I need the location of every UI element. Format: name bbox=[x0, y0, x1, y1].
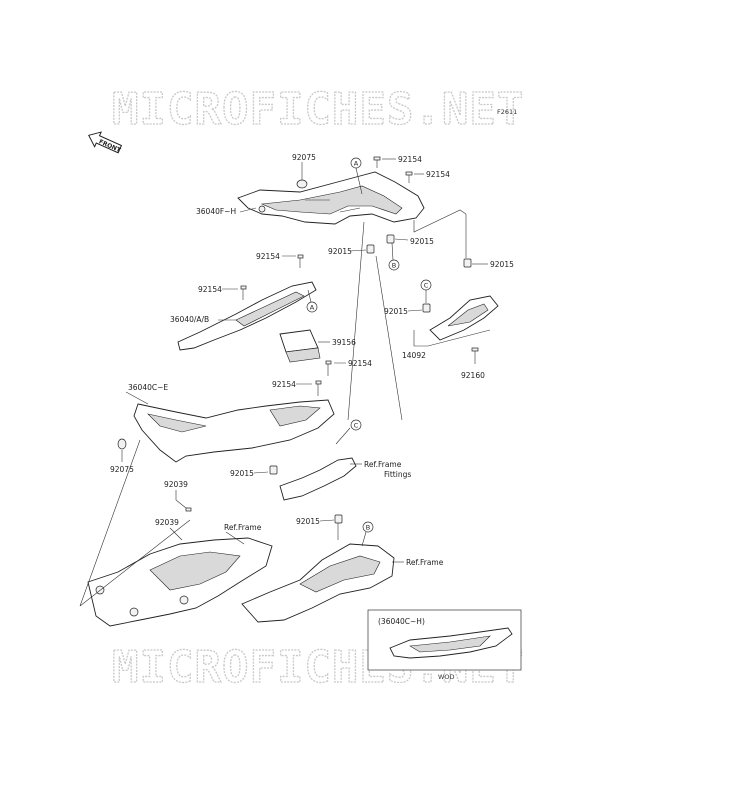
bushing-92015-d bbox=[422, 303, 431, 313]
screw-92154-d bbox=[240, 285, 247, 290]
bushing-92015-f bbox=[334, 514, 343, 524]
label-92039-a: 92039 bbox=[164, 480, 188, 489]
label-92015-c: 92015 bbox=[490, 260, 514, 269]
screw-92154-top-2 bbox=[405, 171, 413, 183]
label-92015-b: 92015 bbox=[410, 237, 434, 246]
label-92015-f: 92015 bbox=[296, 517, 320, 526]
bushing-92015-c bbox=[463, 258, 472, 268]
callout-c-right-text: C bbox=[424, 282, 429, 290]
label-92015-e: 92015 bbox=[230, 469, 254, 478]
label-92015-a: 92015 bbox=[328, 247, 352, 256]
label-92154-d: 92154 bbox=[198, 285, 222, 294]
subframe-right bbox=[241, 543, 395, 623]
screw-92154-e bbox=[315, 380, 322, 385]
ref-frame-right: Ref.Frame bbox=[406, 558, 444, 567]
label-36040ce: 36040C~E bbox=[128, 383, 168, 392]
figure-code: F2611 bbox=[497, 108, 517, 116]
bushing-92015-a bbox=[366, 244, 375, 254]
label-39156: 39156 bbox=[332, 338, 356, 347]
ref-frame-fittings-2: Fittings bbox=[384, 470, 411, 479]
label-92154-b: 92154 bbox=[426, 170, 450, 179]
screw-92154-top-1 bbox=[373, 156, 381, 168]
label-92154-a: 92154 bbox=[398, 155, 422, 164]
callout-a-mid bbox=[306, 301, 318, 313]
callout-b-top bbox=[388, 259, 400, 271]
screw-92039-a bbox=[185, 507, 192, 512]
label-14092: 14092 bbox=[402, 351, 426, 360]
seat-cowl-upper bbox=[237, 171, 425, 225]
callout-c-mid-text: C bbox=[354, 422, 359, 430]
bushing-92015-b bbox=[386, 234, 395, 244]
label-92075-top: 92075 bbox=[292, 153, 316, 162]
bushing-92015-e bbox=[269, 465, 278, 475]
callout-c-mid bbox=[350, 419, 362, 431]
label-36040ab: 36040/A/B bbox=[170, 315, 209, 324]
clip-36040fh bbox=[258, 205, 266, 213]
inset-title: (36040C~H) bbox=[378, 617, 425, 626]
ref-frame-left: Ref.Frame bbox=[224, 523, 262, 532]
callout-a-mid-text: A bbox=[310, 304, 315, 312]
subframe-left bbox=[87, 537, 273, 627]
screw-92154-c bbox=[297, 254, 304, 259]
label-92039-b: 92039 bbox=[155, 518, 179, 527]
ref-frame-fittings-1: Ref.Frame bbox=[364, 460, 402, 469]
callout-b-bottom-text: B bbox=[366, 524, 370, 532]
frame-fitting-bracket bbox=[279, 457, 357, 501]
label-92154-e: 92154 bbox=[272, 380, 296, 389]
inset-panel: (36040C~H) bbox=[367, 609, 522, 671]
callout-b-top-text: B bbox=[392, 262, 396, 270]
label-92154-c: 92154 bbox=[256, 252, 280, 261]
grommet-92075-bottom bbox=[117, 438, 127, 450]
callout-a-top-text: A bbox=[354, 160, 359, 168]
label-92154-f: 92154 bbox=[348, 359, 372, 368]
grommet-92075-top bbox=[296, 179, 308, 189]
bracket-14092 bbox=[429, 295, 499, 341]
callout-b-bottom bbox=[362, 521, 374, 533]
watermark-top: MICROFICHES.NET bbox=[112, 84, 524, 135]
bolt-92160 bbox=[471, 347, 479, 364]
inset-note: WOD bbox=[438, 673, 455, 681]
side-cover-36040ce bbox=[133, 399, 335, 463]
foam-pad-39156 bbox=[279, 329, 321, 363]
label-92075-bottom: 92075 bbox=[110, 465, 134, 474]
label-92015-d: 92015 bbox=[384, 307, 408, 316]
inner-trim-36040ab bbox=[177, 281, 317, 351]
label-36040fh: 36040F~H bbox=[196, 207, 236, 216]
screw-92154-f bbox=[325, 360, 332, 365]
label-92160: 92160 bbox=[461, 371, 485, 380]
